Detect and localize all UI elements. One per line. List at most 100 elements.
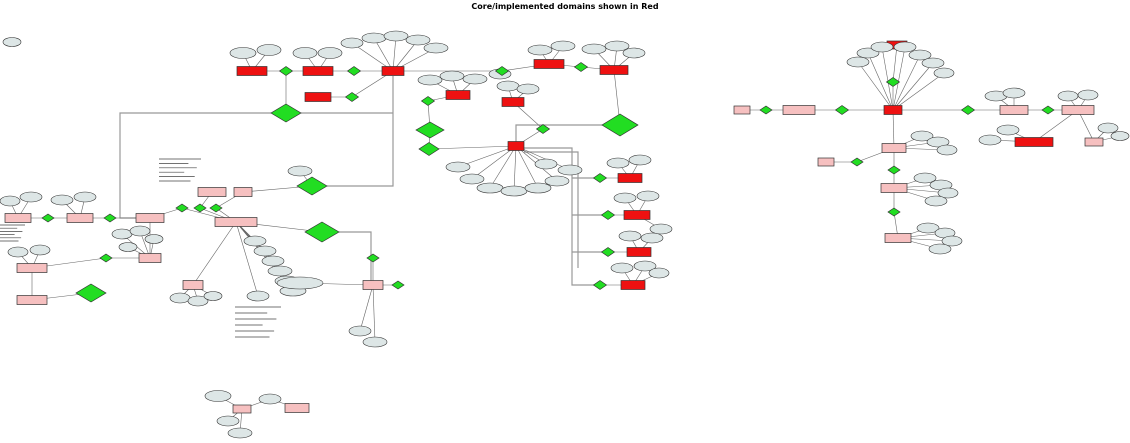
entity xyxy=(284,403,310,413)
entity xyxy=(4,213,32,223)
entity xyxy=(233,187,253,197)
attribute-ellipse xyxy=(340,37,364,49)
entity-core xyxy=(623,210,651,220)
attribute-ellipse xyxy=(1057,90,1079,102)
attribute-ellipse xyxy=(933,67,955,79)
diagram-title: Core/implemented domains shown in Red xyxy=(471,2,659,11)
attribute-ellipse xyxy=(996,124,1020,136)
entity xyxy=(1084,137,1104,147)
attribute-ellipse xyxy=(476,182,504,194)
entity-core xyxy=(883,105,903,115)
relationship-diamond xyxy=(885,77,901,87)
attribute-ellipse xyxy=(544,175,570,187)
attribute-ellipse xyxy=(423,42,449,54)
relationship-diamond-large xyxy=(415,121,445,139)
attribute-ellipse xyxy=(276,276,324,290)
attribute-ellipse xyxy=(287,165,313,177)
relationship-diamond xyxy=(175,203,189,213)
entity-core xyxy=(1014,137,1054,147)
attribute-ellipse xyxy=(292,47,318,59)
entity xyxy=(138,253,162,263)
relationship-diamond xyxy=(278,66,294,76)
relationship-diamond xyxy=(41,213,55,223)
bus-line xyxy=(327,76,394,187)
attribute-ellipse xyxy=(246,290,270,302)
attribute-ellipse xyxy=(610,262,634,274)
edge-line xyxy=(457,145,517,168)
attribute-ellipse xyxy=(7,246,29,258)
edge-line xyxy=(892,44,898,83)
attribute-ellipse xyxy=(928,243,952,255)
entity-core xyxy=(445,90,471,100)
bus-line xyxy=(119,112,271,219)
entity-core xyxy=(236,66,268,76)
attribute-ellipse xyxy=(50,194,74,206)
entity-core xyxy=(507,141,525,151)
entity xyxy=(197,187,227,197)
entity xyxy=(182,280,204,290)
edge-line xyxy=(392,35,397,72)
attribute-ellipse xyxy=(111,228,133,240)
attribute-ellipse xyxy=(870,41,894,53)
relationship-diamond xyxy=(418,142,440,156)
attribute-ellipse xyxy=(937,187,959,199)
attribute-ellipse xyxy=(1077,89,1099,101)
entity-core xyxy=(381,66,405,76)
attribute-ellipse xyxy=(0,195,21,207)
edge-line xyxy=(1033,109,1079,143)
attribute-ellipse xyxy=(256,44,282,56)
edge-line xyxy=(192,221,237,286)
attribute-ellipse xyxy=(144,234,164,244)
relationship-diamond xyxy=(193,203,207,213)
edge-line xyxy=(892,109,895,149)
bus-line xyxy=(515,124,602,142)
entity xyxy=(884,233,912,243)
attribute-ellipse xyxy=(893,41,917,53)
relationship-diamond xyxy=(887,165,901,175)
relationship-diamond xyxy=(600,210,616,220)
attribute-ellipse xyxy=(618,230,642,242)
entity xyxy=(733,105,751,115)
attribute-ellipse xyxy=(204,390,232,402)
relationship-diamond-large xyxy=(75,283,107,303)
attribute-ellipse xyxy=(216,415,240,427)
entity xyxy=(16,295,48,305)
attribute-ellipse xyxy=(557,164,583,176)
edge-line xyxy=(373,37,394,72)
attribute-ellipse xyxy=(846,56,870,68)
entity-core xyxy=(626,247,652,257)
attribute-ellipse xyxy=(941,235,963,247)
attribute-ellipse xyxy=(462,73,488,85)
relationship-diamond xyxy=(366,253,380,263)
attribute-ellipse xyxy=(622,47,646,59)
attribute-ellipse xyxy=(253,245,277,257)
attribute-ellipse xyxy=(73,191,97,203)
edge-line xyxy=(881,46,894,111)
edge-line xyxy=(867,52,894,111)
attribute-ellipse xyxy=(916,222,940,234)
edge-line xyxy=(392,39,419,72)
attribute-ellipse xyxy=(2,37,22,47)
attribute-ellipse xyxy=(926,136,950,148)
entity xyxy=(232,404,252,414)
entity xyxy=(881,143,907,153)
edge-line xyxy=(513,145,517,192)
edge-line xyxy=(892,54,921,111)
entity-core xyxy=(599,65,629,75)
entity-core xyxy=(302,66,334,76)
edge-line xyxy=(1077,109,1095,143)
attribute-ellipse xyxy=(405,34,431,46)
relationship-diamond xyxy=(573,62,589,72)
edge-line xyxy=(235,221,259,297)
attribute-ellipse xyxy=(921,57,945,69)
attribute-ellipse xyxy=(227,427,253,439)
relationship-diamond xyxy=(99,253,113,263)
entity xyxy=(66,213,94,223)
attribute-ellipse xyxy=(19,191,43,203)
relationship-diamond xyxy=(344,92,360,102)
attribute-ellipse xyxy=(258,393,282,405)
attribute-ellipse xyxy=(362,336,388,348)
attribute-ellipse xyxy=(516,83,540,95)
entity xyxy=(135,213,165,223)
